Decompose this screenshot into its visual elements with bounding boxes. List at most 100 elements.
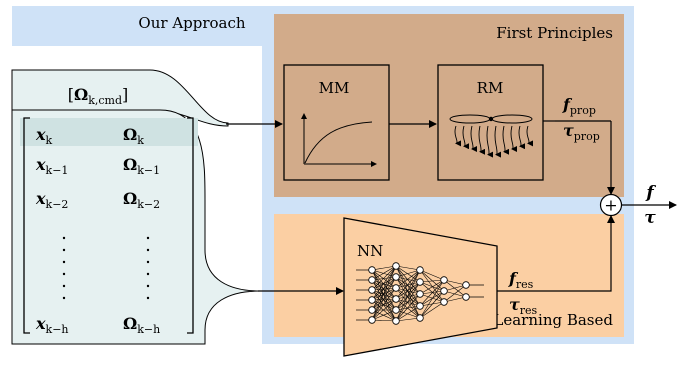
network-edge <box>419 269 445 303</box>
network-edge <box>371 298 397 311</box>
network-edge <box>371 269 397 278</box>
network-edge <box>371 319 397 322</box>
matrix-ellipsis <box>62 236 150 300</box>
network-edge <box>371 287 397 321</box>
first-principles-title: First Principles <box>496 24 613 42</box>
network-node <box>368 306 376 314</box>
network-edge <box>371 299 397 311</box>
network-edge <box>371 298 397 321</box>
state-cell: xk−h <box>35 314 69 336</box>
network-edge <box>419 293 445 303</box>
network-edge <box>419 279 445 283</box>
network-edge <box>371 265 397 321</box>
network-node <box>440 276 448 284</box>
prop-force-label: fprop <box>562 95 596 117</box>
prop-torque-label: τprop <box>563 121 600 143</box>
sum-symbol: + <box>604 196 617 215</box>
rotor-model-box: RM <box>437 64 544 181</box>
network-edge <box>395 305 421 311</box>
network-node <box>462 293 470 301</box>
command-input-label: [Ωk,cmd] <box>68 85 129 107</box>
network-edge <box>371 276 397 321</box>
network-edge <box>395 287 421 319</box>
network-node <box>416 266 424 274</box>
airflow-arrow <box>510 125 518 152</box>
airflow-arrow <box>502 125 510 155</box>
network-node <box>392 306 400 314</box>
network-edge <box>371 265 397 281</box>
network-edge <box>395 309 421 319</box>
motor-step-response-curve <box>304 121 373 164</box>
network-node <box>368 276 376 284</box>
network-edge <box>419 269 445 281</box>
approach-label: Our Approach <box>138 14 245 32</box>
motor-model-label: MM <box>319 79 350 97</box>
network-edge <box>395 287 421 307</box>
network-edge <box>395 265 421 271</box>
network-edge <box>395 276 421 283</box>
network-edge <box>395 293 421 322</box>
airflow-arrow <box>526 125 534 147</box>
learning-based-title: Learning Based <box>493 311 613 329</box>
network-edge <box>371 269 397 322</box>
command-history-cell: Ωk−2 <box>123 189 160 211</box>
neural-network-box: NN <box>343 217 498 357</box>
network-node <box>440 287 448 295</box>
network-edge <box>371 309 397 322</box>
network-edge <box>395 276 421 307</box>
network-edge <box>371 298 397 301</box>
approach-header-band <box>12 6 274 46</box>
network-edge <box>371 279 397 300</box>
network-edge <box>395 265 421 319</box>
network-edge <box>371 279 397 289</box>
network-node <box>392 284 400 292</box>
network-edge <box>419 269 445 292</box>
network-edge <box>443 279 467 298</box>
first-principles-background <box>274 14 624 197</box>
neural-network-label: NN <box>357 242 383 260</box>
network-edge <box>371 265 397 271</box>
network-edge <box>371 289 397 300</box>
network-to-sum-arrow <box>497 215 615 292</box>
network-edge <box>395 317 421 322</box>
network-edge <box>395 293 421 300</box>
network-edge <box>395 265 421 295</box>
network-edge <box>371 265 397 301</box>
network-edge <box>443 290 467 298</box>
summation-node: + <box>599 193 623 217</box>
network-edge <box>371 269 397 311</box>
network-edge <box>419 279 445 307</box>
matrix-right-bracket <box>187 117 194 334</box>
network-edge <box>395 269 421 311</box>
network-edge <box>419 301 445 307</box>
network-edge <box>371 309 397 321</box>
network-edge <box>395 281 421 289</box>
network-edge <box>395 269 421 300</box>
network-edge <box>395 269 421 278</box>
state-cell: xk−2 <box>35 189 68 211</box>
network-node <box>416 290 424 298</box>
network-node <box>368 296 376 304</box>
airflow-arrow <box>518 125 526 150</box>
network-node <box>392 295 400 303</box>
propeller-icon <box>449 114 533 124</box>
network-edge <box>371 269 397 300</box>
network-edge <box>371 276 397 281</box>
network-edge <box>395 265 421 283</box>
network-edge <box>395 269 421 289</box>
residual-torque-label: τres <box>509 295 538 317</box>
state-cell: xk <box>35 125 53 147</box>
command-history-cell: Ωk <box>123 125 144 147</box>
matrix-left-bracket <box>23 117 30 334</box>
network-node <box>392 273 400 281</box>
rotor-model-label: RM <box>477 79 504 97</box>
network-node <box>416 302 424 310</box>
network-edge <box>395 265 421 307</box>
command-history-cell: Ωk−1 <box>123 155 160 177</box>
network-node <box>416 278 424 286</box>
airflow-arrow <box>478 125 486 155</box>
network-edge <box>395 281 421 322</box>
